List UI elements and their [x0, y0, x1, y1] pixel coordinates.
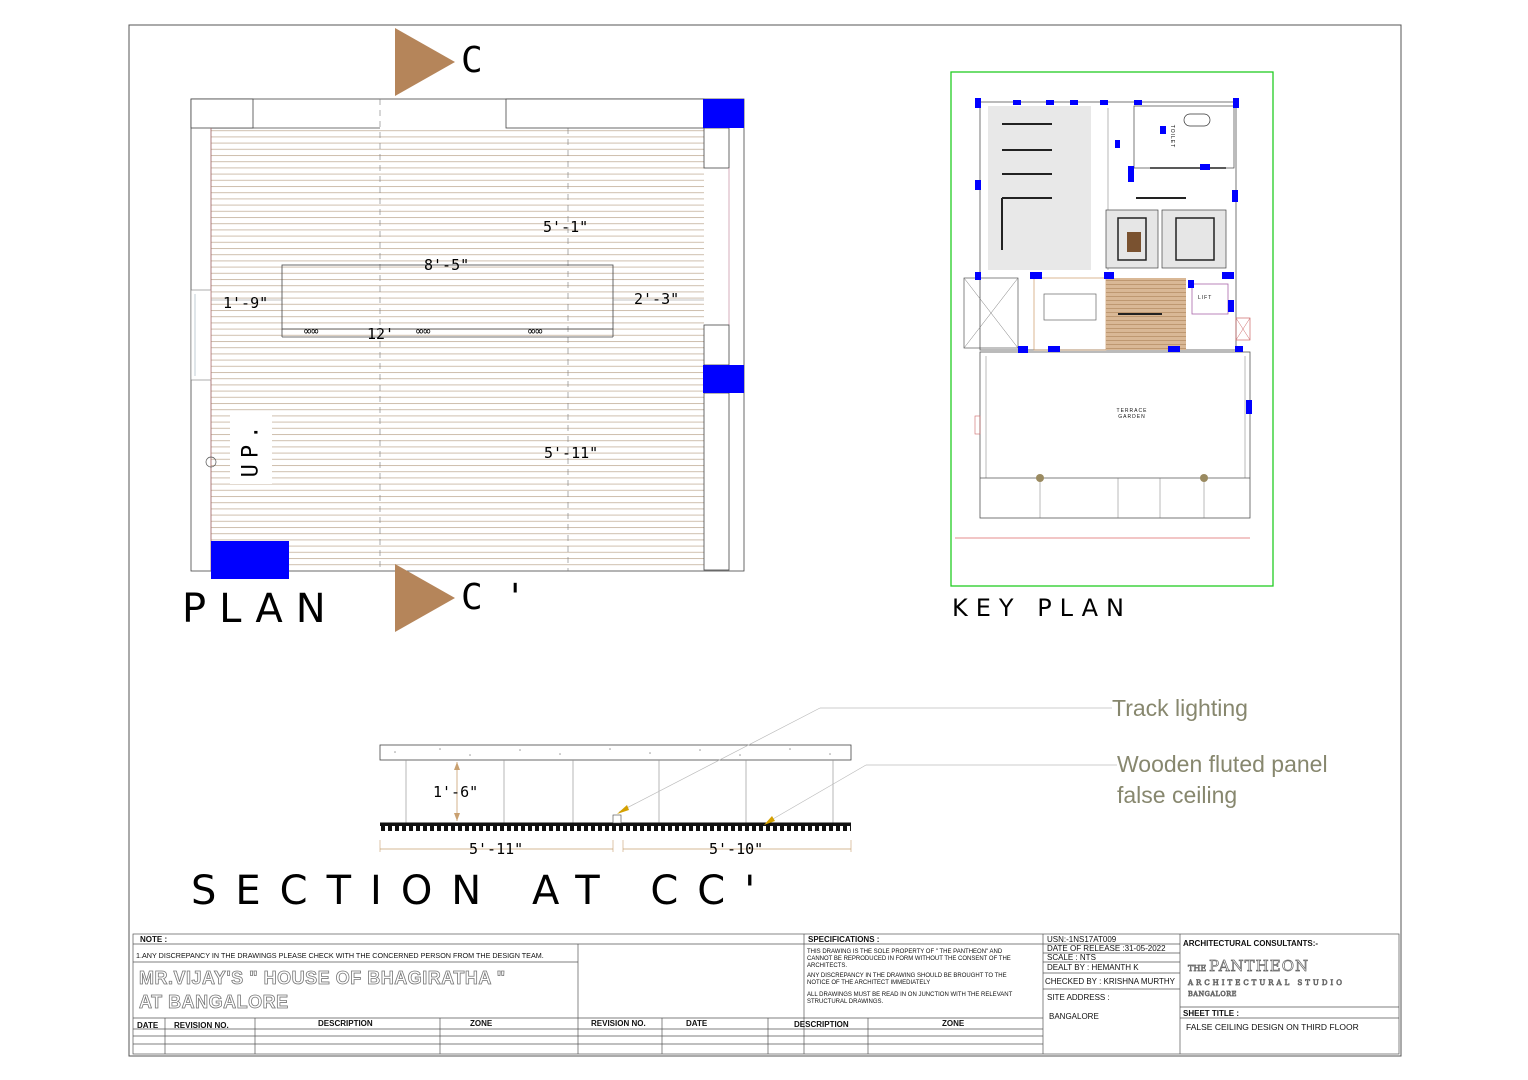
section-slab	[379, 744, 852, 761]
section-height-dim: 1'-6"	[433, 783, 479, 801]
callout-fluted-panel: Wooden fluted panel false ceiling	[1117, 751, 1328, 808]
terrace-label: TERRACE GARDEN	[1116, 408, 1148, 420]
lift-label: LIFT	[1198, 295, 1213, 301]
release-date-field: DATE OF RELEASE :31-05-2022	[1047, 944, 1166, 953]
rev-header-date-2: DATE	[686, 1019, 708, 1028]
checked-by-field: CHECKED BY : KRISHNA MURTHY	[1045, 977, 1175, 986]
section-width-left: 5'-11"	[469, 840, 524, 858]
section-marker-top	[395, 28, 455, 96]
rev-header-revision-2: REVISION NO.	[591, 1019, 646, 1028]
spec-line: ARCHITECTS.	[807, 963, 848, 969]
leader-track-lighting	[618, 707, 821, 813]
rev-header-date: DATE	[137, 1021, 159, 1030]
dim-2-3: 2'-3"	[634, 290, 680, 308]
spec-line: NOTICE OF THE ARCHITECT IMMEDIATELY	[807, 980, 931, 986]
key-plan-border	[950, 71, 1274, 587]
rev-header-revision: REVISION NO.	[174, 1021, 229, 1030]
section-drawing	[379, 707, 1117, 852]
rev-header-description: DESCRIPTION	[318, 1019, 373, 1028]
section-marker-bottom	[395, 564, 455, 632]
section-width-right: 5'-10"	[709, 840, 764, 858]
spec-label: SPECIFICATIONS :	[808, 935, 880, 944]
plan-column	[211, 541, 289, 579]
toilet-label: TOILET	[1169, 124, 1176, 149]
site-address-value: BANGALORE	[1049, 1012, 1099, 1021]
scale-field: SCALE : NTS	[1047, 953, 1096, 962]
rev-header-zone: ZONE	[470, 1019, 493, 1028]
rev-header-zone-2: ZONE	[942, 1019, 965, 1028]
section-mark-c-prime: C '	[461, 577, 527, 618]
stair-up-label: UP.	[238, 419, 264, 478]
plan-column	[703, 99, 744, 128]
callout-track-lighting: Track lighting	[1112, 695, 1248, 721]
usn-field: USN:-1NS17AT009	[1047, 935, 1117, 944]
key-plan-title: KEY PLAN	[952, 594, 1132, 622]
dealt-by-field: DEALT BY : HEMANTH K	[1047, 963, 1139, 972]
fixture-symbol: ∞∞	[528, 324, 543, 338]
key-plan-drawing	[950, 71, 1274, 587]
plan-column	[703, 365, 744, 393]
consultants-label: ARCHITECTURAL CONSULTANTS:-	[1183, 939, 1319, 948]
key-plan-terrace	[979, 351, 1251, 519]
plan-drawing	[190, 28, 745, 632]
spec-line: CANNOT BE REPRODUCED IN FORM WITHOUT THE…	[807, 956, 1011, 962]
spec-line: ALL DRAWINGS MUST BE READ IN ON JUNCTION…	[807, 992, 1013, 998]
section-mark-c: C	[461, 40, 483, 81]
site-address-label: SITE ADDRESS :	[1047, 993, 1110, 1002]
note-text: 1.ANY DISCREPANCY IN THE DRAWINGS PLEASE…	[136, 951, 544, 960]
firm-the: THE	[1188, 964, 1207, 974]
section-title: SECTION AT CC'	[191, 868, 775, 914]
title-block-grid	[132, 933, 1400, 1055]
fixture-symbol: ∞∞	[416, 324, 431, 338]
fixture-symbol: ∞∞	[304, 324, 319, 338]
rev-header-description-2: DESCRIPTION	[794, 1020, 849, 1029]
section-fluted-panel	[380, 823, 851, 831]
sheet-title-label: SHEET TITLE :	[1183, 1009, 1239, 1018]
spec-line: ANY DISCREPANCY IN THE DRAWING SHOULD BE…	[807, 973, 1007, 979]
leader-fluted-panel	[765, 764, 867, 824]
project-title-line2: AT BANGALORE	[139, 992, 289, 1013]
dim-1-9: 1'-9"	[223, 294, 269, 312]
plan-title: PLAN	[182, 586, 339, 632]
dim-12: 12'	[367, 325, 395, 343]
dim-8-5: 8'-5"	[424, 256, 470, 274]
spec-line: STRUCTURAL DRAWINGS.	[807, 999, 884, 1005]
note-label: NOTE :	[140, 935, 168, 944]
sheet-title-value: FALSE CEILING DESIGN ON THIRD FLOOR	[1186, 1022, 1359, 1032]
spec-line: THIS DRAWING IS THE SOLE PROPERTY OF " T…	[807, 949, 1003, 955]
sheet-border	[128, 24, 1402, 1057]
dim-5-11: 5'-11"	[544, 444, 599, 462]
firm-subtitle: ARCHITECTURAL STUDIO	[1188, 979, 1345, 988]
firm-city: BANGALORE	[1188, 990, 1237, 999]
project-title-line1: MR.VIJAY'S " HOUSE OF BHAGIRATHA "	[139, 968, 506, 989]
plan-slat-area	[211, 128, 704, 570]
firm-name: PANTHEON	[1209, 957, 1310, 976]
plan-track-panel	[281, 264, 614, 330]
dim-5-1: 5'-1"	[543, 218, 589, 236]
